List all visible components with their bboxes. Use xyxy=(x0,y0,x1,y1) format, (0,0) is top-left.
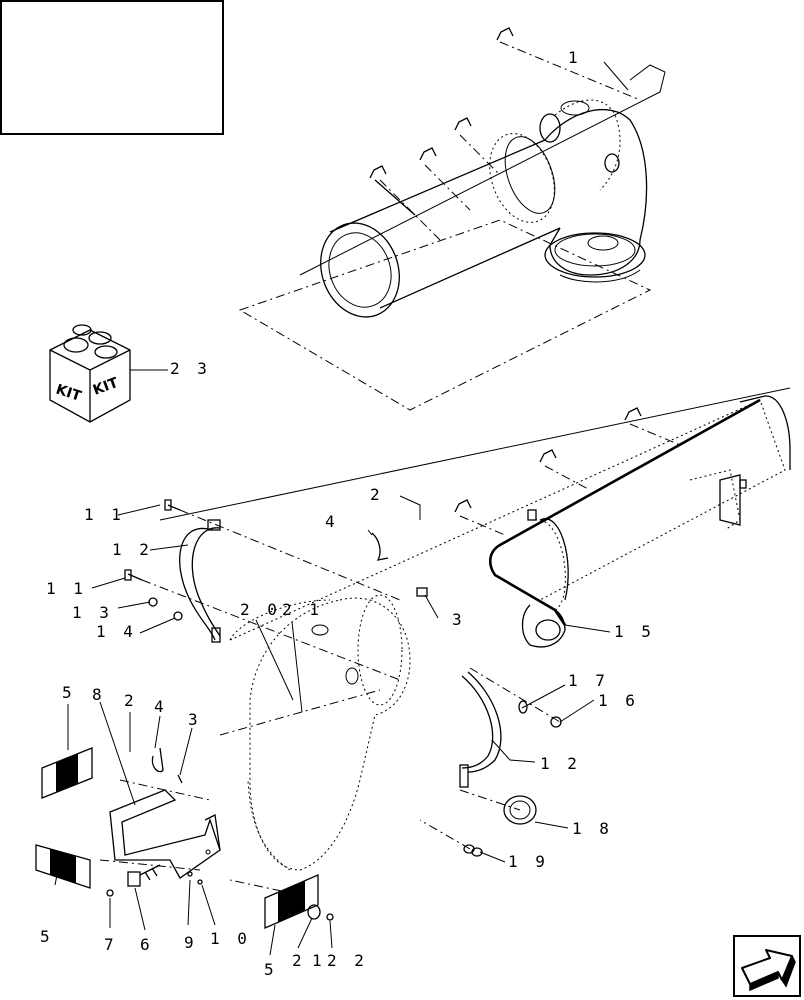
callout-10: 1 0 xyxy=(210,929,251,948)
callout-18: 1 8 xyxy=(572,819,613,838)
callout-23: 2 3 xyxy=(170,359,211,378)
kit-label-right: KIT xyxy=(91,375,121,399)
callout-9: 9 xyxy=(184,933,198,952)
callout-1-bottom: 1 xyxy=(312,951,326,970)
callout-2-bottom: 2 xyxy=(292,951,306,970)
clip-4-lower xyxy=(151,747,164,773)
decal-5-mid xyxy=(35,844,91,889)
callout-11-mid: 1 1 xyxy=(46,579,87,598)
callout-5-mid: 5 xyxy=(40,927,54,946)
kit-label-left: KIT xyxy=(54,382,84,405)
callout-20: 2 0 xyxy=(240,600,281,619)
callout-13: 1 3 xyxy=(72,603,113,622)
callout-22: 2 2 xyxy=(327,951,368,970)
callout-8: 8 xyxy=(92,685,106,704)
next-arrow-icon[interactable] xyxy=(733,935,801,997)
callout-4-upper: 4 xyxy=(325,512,339,531)
callout-2-lower: 2 xyxy=(124,691,138,710)
washer-13 xyxy=(148,597,158,607)
callout-12-left: 1 2 xyxy=(112,540,153,559)
sleeve-17 xyxy=(518,700,528,714)
clamp-strap-right xyxy=(459,671,502,788)
bolt-11-top xyxy=(164,499,181,511)
decal-5-bottom xyxy=(264,874,319,929)
callout-15: 1 5 xyxy=(614,622,655,641)
upper-auger-assembly xyxy=(238,27,666,411)
callout-2-upper: 2 xyxy=(370,485,384,504)
clamp-strap-left xyxy=(179,519,221,643)
callout-3-lower: 3 xyxy=(188,710,202,729)
decal-5-top xyxy=(41,747,93,799)
callout-4-lower: 4 xyxy=(154,697,168,716)
callout-5-bottom: 5 xyxy=(264,960,278,979)
grommet-18 xyxy=(503,795,537,825)
nut-14 xyxy=(173,611,183,621)
lower-auger-assembly xyxy=(159,387,791,871)
kit-box-icon: KIT KIT xyxy=(49,324,131,423)
bolt-11-mid xyxy=(124,569,143,581)
screw-7 xyxy=(106,889,114,897)
callout-11-top: 1 1 xyxy=(84,505,125,524)
nut-22 xyxy=(326,913,334,921)
callout-7: 7 xyxy=(104,935,118,954)
callout-17: 1 7 xyxy=(568,671,609,690)
switch-6 xyxy=(127,871,141,887)
callout-5-top: 5 xyxy=(62,683,76,702)
callout-19: 1 9 xyxy=(508,852,549,871)
callout-12-right: 1 2 xyxy=(540,754,581,773)
bracket-8 xyxy=(109,789,221,879)
callout-3-upper: 3 xyxy=(452,610,466,629)
nut-16 xyxy=(550,716,562,728)
title-box xyxy=(0,0,224,135)
callout-16: 1 6 xyxy=(598,691,639,710)
callout-14: 1 4 xyxy=(96,622,137,641)
washer-21 xyxy=(307,904,321,920)
callout-21-top: 2 1 xyxy=(282,600,323,619)
callout-6: 6 xyxy=(140,935,154,954)
callout-1: 1 xyxy=(568,48,582,67)
